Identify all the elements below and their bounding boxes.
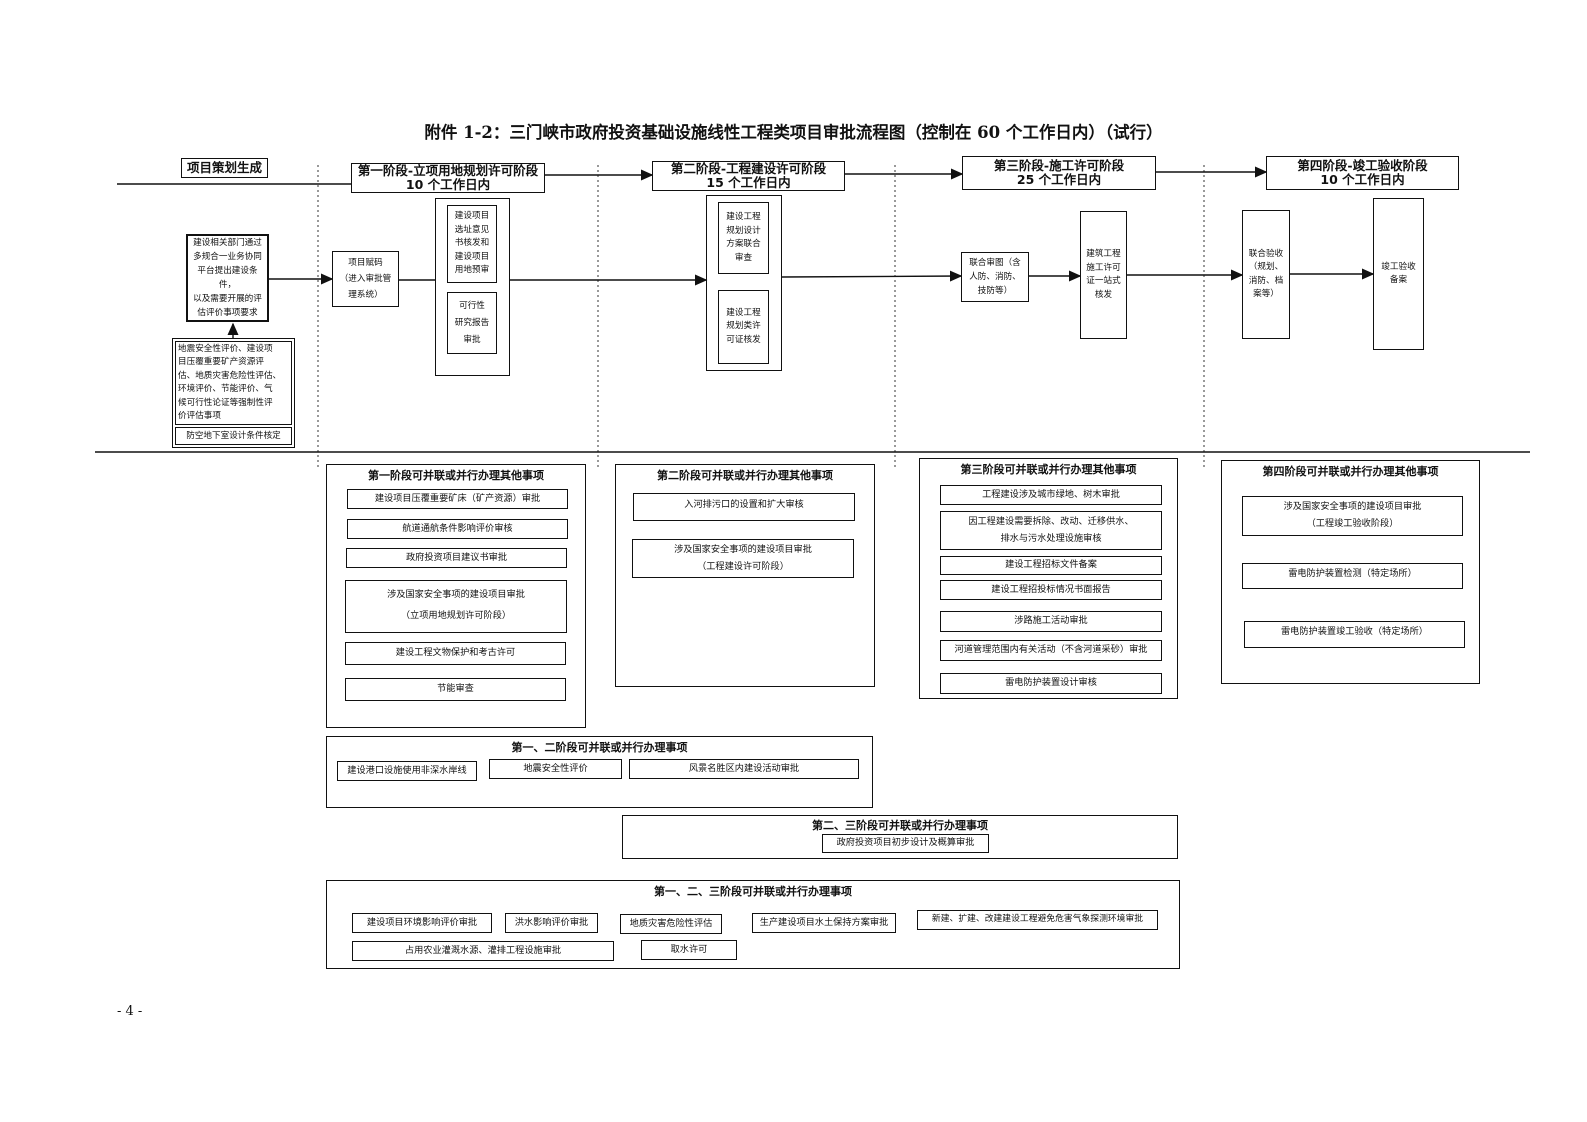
stage-planning-label: 项目策划生成	[186, 160, 262, 175]
stage-3-name: 第三阶段-施工许可阶段	[993, 158, 1125, 173]
parallel-panel-stage-2-3-title: 第二、三阶段可并联或并行办理事项	[812, 819, 988, 832]
parallel-item: 工程建设涉及城市绿地、树木审批	[940, 485, 1162, 505]
parallel-item: 建设工程招投标情况书面报告	[940, 580, 1162, 600]
parallel-panel-stage-4	[1221, 460, 1480, 684]
construction-permit-box: 建筑工程 施工许可 证一站式 核发	[1080, 211, 1127, 339]
parallel-item: 地质灾害危险性评估	[620, 914, 722, 934]
parallel-item: 建设项目环境影响评价审批	[352, 913, 492, 933]
site-opinion-box: 建设项目 选址意见 书核发和 建设项目 用地预审	[447, 205, 497, 283]
parallel-item: 涉及国家安全事项的建设项目审批 （工程竣工验收阶段）	[1242, 496, 1463, 536]
stage-planning: 项目策划生成	[181, 158, 268, 178]
parallel-panel-stage-2-title: 第二阶段可并联或并行办理其他事项	[657, 469, 833, 482]
civil-air-defense-box: 防空地下室设计条件核定	[175, 427, 292, 445]
stage-3-days: 25 个工作日内	[1016, 172, 1102, 187]
parallel-item: 因工程建设需要拆除、改动、迁移供水、 排水与污水处理设施审核	[940, 511, 1162, 550]
parallel-item: 建设工程文物保护和考古许可	[345, 642, 566, 665]
parallel-item: 政府投资项目初步设计及概算审批	[822, 834, 989, 853]
parallel-item: 涉及国家安全事项的建设项目审批 （立项用地规划许可阶段）	[345, 580, 567, 633]
parallel-item: 节能审查	[345, 678, 566, 701]
parallel-panel-stage-3	[919, 458, 1178, 699]
page-title: 附件 1-2：三门峡市政府投资基础设施线性工程类项目审批流程图（控制在 60 个…	[424, 123, 1163, 142]
parallel-item: 建设工程招标文件备案	[940, 556, 1162, 575]
eval-items-box: 地震安全性评价、建设项 目压覆重要矿产资源评 估、地质灾害危险性评估、 环境评价…	[175, 341, 292, 425]
parallel-panel-stage-1-2-3-title: 第一、二、三阶段可并联或并行办理事项	[654, 885, 852, 898]
stage-4-header: 第四阶段-竣工验收阶段 10 个工作日内	[1266, 156, 1459, 190]
parallel-item: 入河排污口的设置和扩大审核	[633, 493, 855, 521]
stage-3-header: 第三阶段-施工许可阶段 25 个工作日内	[962, 156, 1156, 190]
parallel-item: 地震安全性评价	[489, 759, 622, 779]
parallel-item: 政府投资项目建议书审批	[346, 548, 567, 568]
joint-drawing-review-box: 联合审图（含 人防、消防、 技防等）	[961, 252, 1029, 302]
parallel-panel-stage-2	[615, 464, 875, 687]
feasibility-box: 可行性 研究报告 审批	[447, 292, 497, 354]
parallel-item: 占用农业灌溉水源、灌排工程设施审批	[352, 941, 614, 961]
parallel-item: 航道通航条件影响评价审核	[347, 519, 568, 539]
parallel-item: 取水许可	[641, 940, 737, 960]
stage-1-days: 10 个工作日内	[405, 177, 491, 192]
completion-filing-box: 竣工验收 备案	[1373, 198, 1424, 350]
dept-conditions-box: 建设相关部门通过 多规合一业务协同 平台提出建设条件， 以及需要开展的评 估评价…	[186, 234, 269, 322]
parallel-item: 雷电防护装置检测（特定场所）	[1242, 563, 1463, 589]
parallel-panel-stage-3-title: 第三阶段可并联或并行办理其他事项	[960, 463, 1137, 476]
stage-2-days: 15 个工作日内	[706, 175, 791, 190]
parallel-panel-stage-1-title: 第一阶段可并联或并行办理其他事项	[368, 469, 544, 482]
parallel-item: 涉路施工活动审批	[940, 611, 1162, 632]
parallel-item: 洪水影响评价审批	[505, 913, 598, 933]
stage-4-name: 第四阶段-竣工验收阶段	[1297, 158, 1428, 173]
parallel-panel-stage-1-2	[326, 736, 873, 808]
parallel-panel-stage-1-2-3	[326, 880, 1180, 969]
parallel-item: 涉及国家安全事项的建设项目审批 （工程建设许可阶段）	[632, 539, 854, 578]
stage-2-name: 第二阶段-工程建设许可阶段	[670, 161, 827, 176]
parallel-item: 雷电防护装置竣工验收（特定场所）	[1244, 621, 1465, 648]
plan-permit-box: 建设工程 规划类许 可证核发	[718, 290, 769, 364]
parallel-item: 建设项目压覆重要矿床（矿产资源）审批	[347, 489, 568, 509]
parallel-panel-stage-1-2-title: 第一、二阶段可并联或并行办理事项	[511, 741, 688, 754]
stage-1-name: 第一阶段-立项用地规划许可阶段	[357, 163, 539, 178]
parallel-panel-stage-1	[326, 464, 586, 728]
project-code-box: 项目赋码 （进入审批管 理系统）	[332, 251, 399, 307]
stage-4-days: 10 个工作日内	[1320, 172, 1405, 187]
parallel-item: 建设港口设施使用非深水岸线	[337, 761, 477, 781]
stage-1-approval-frame	[435, 198, 510, 376]
parallel-item: 雷电防护装置设计审核	[940, 673, 1162, 694]
stage-2-header: 第二阶段-工程建设许可阶段 15 个工作日内	[652, 161, 845, 191]
page-number: - 4 -	[117, 1004, 143, 1019]
parallel-item: 河道管理范围内有关活动（不含河道采砂）审批	[940, 640, 1162, 661]
parallel-item: 风景名胜区内建设活动审批	[629, 759, 859, 779]
parallel-panel-stage-2-3	[622, 815, 1178, 859]
parallel-item: 生产建设项目水土保持方案审批	[752, 913, 896, 933]
eval-frame	[172, 338, 295, 448]
stage-separators	[317, 165, 1205, 470]
joint-acceptance-box: 联合验收 （规划、 消防、档 案等）	[1242, 210, 1290, 339]
plan-review-box: 建设工程 规划设计 方案联合 审查	[718, 202, 769, 274]
parallel-item: 新建、扩建、改建建设工程避免危害气象探测环境审批	[917, 910, 1158, 930]
parallel-panel-stage-4-title: 第四阶段可并联或并行办理其他事项	[1262, 465, 1439, 478]
stage-2-approval-frame	[706, 195, 782, 371]
stage-1-header: 第一阶段-立项用地规划许可阶段 10 个工作日内	[351, 163, 545, 193]
